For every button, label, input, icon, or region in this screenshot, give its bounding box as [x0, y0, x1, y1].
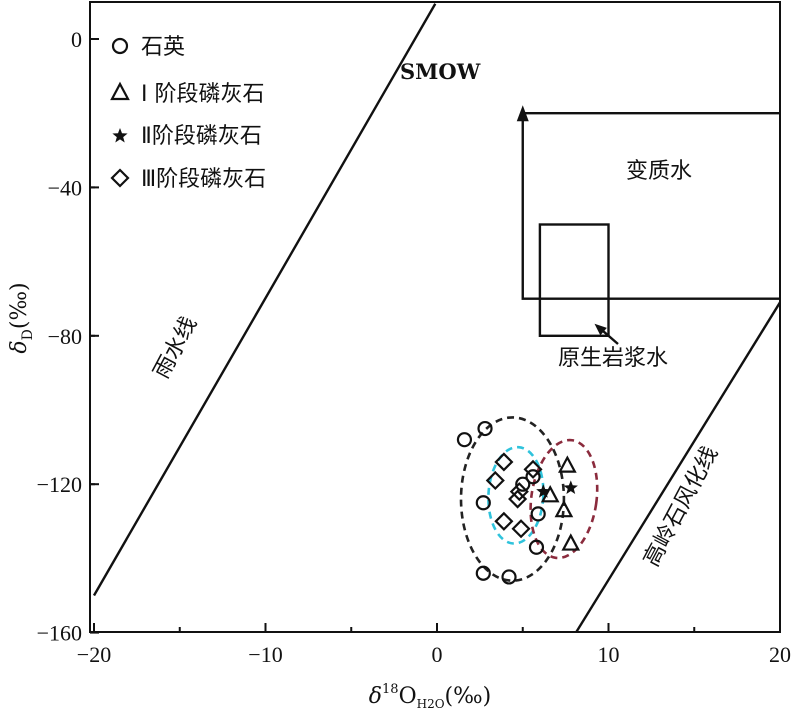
meteoric-line-label: 雨水线	[149, 313, 202, 383]
circle-data-point	[475, 565, 491, 581]
kaolinite-weathering-line	[574, 301, 780, 632]
group-ellipse	[529, 438, 599, 560]
diamond-data-point	[509, 482, 529, 502]
meteoric-water-line	[92, 3, 437, 597]
diamond-data-point	[523, 459, 543, 479]
legend-diamond-marker	[110, 168, 130, 188]
circle-data-point	[477, 420, 493, 437]
diamond-data-point	[511, 519, 531, 539]
circle-data-point	[525, 469, 541, 485]
legend-star-marker	[112, 128, 128, 143]
metamorphic-water-label: 变质水	[626, 159, 692, 184]
magmatic-water-region	[538, 223, 610, 338]
circle-data-point	[528, 539, 545, 555]
legend-item-apatite-stage-1: Ⅰ 阶段磷灰石	[141, 82, 264, 107]
legend: 石英 Ⅰ 阶段磷灰石 Ⅱ阶段磷灰石 Ⅲ阶段磷灰石	[110, 35, 266, 192]
y-axis-title: δD(‰)	[7, 282, 36, 353]
legend-item-apatite-stage-2: Ⅱ阶段磷灰石	[141, 124, 262, 149]
x-axis-title-unit: (‰)	[445, 684, 492, 709]
group-ellipse	[487, 445, 545, 545]
x-axis-title: δ18OH2O(‰)	[369, 682, 491, 711]
x-tick-label: 0	[432, 642, 443, 667]
x-tick-label: −10	[248, 642, 282, 667]
x-axis-title-o: O	[399, 684, 417, 709]
diamond-data-point	[494, 511, 514, 531]
circle-data-point	[475, 495, 491, 511]
y-tick-label: −80	[48, 324, 82, 349]
diamond-data-point	[494, 452, 514, 472]
circle-data-point	[515, 476, 531, 492]
data-points	[456, 420, 581, 585]
legend-triangle-marker	[110, 81, 130, 101]
diamond-data-point	[485, 470, 505, 491]
triangle-data-point	[561, 533, 581, 551]
star-data-point	[536, 484, 551, 498]
legend-item-quartz: 石英	[141, 35, 185, 60]
y-tick-label: 0	[71, 27, 82, 52]
x-tick-label: 10	[598, 642, 620, 667]
group-ellipse	[459, 416, 566, 582]
x-tick-label: −20	[77, 642, 111, 667]
x-axis-title-delta: δ	[369, 684, 382, 709]
y-tick-label: −120	[37, 472, 82, 497]
circle-data-point	[456, 432, 473, 448]
magmatic-pointer-arrowhead	[594, 323, 607, 336]
y-tick-label: −40	[48, 175, 82, 200]
triangle-data-point	[554, 499, 574, 518]
axis-ticks: −20 −10 0 10 20 0 −40 −80 −120 −160	[37, 27, 791, 667]
group-ellipses	[459, 416, 599, 582]
legend-item-apatite-stage-3: Ⅲ阶段磷灰石	[141, 167, 266, 192]
plot-frame	[89, 1, 781, 633]
magmatic-water-label: 原生岩浆水	[558, 346, 668, 371]
y-axis-title-sub: D	[20, 329, 36, 340]
metamorphic-arrowhead	[516, 105, 529, 122]
diamond-data-point	[508, 489, 528, 509]
legend-circle-marker	[111, 37, 129, 55]
triangle-data-point	[558, 455, 577, 473]
star-data-point	[563, 480, 578, 494]
circle-data-point	[530, 506, 546, 522]
x-tick-label: 20	[769, 642, 791, 667]
y-tick-label: −160	[37, 621, 82, 646]
smow-label: SMOW	[400, 59, 481, 84]
y-axis-title-delta: δ	[7, 340, 32, 353]
circle-data-point	[501, 569, 517, 585]
metamorphic-water-region	[521, 111, 780, 300]
x-axis-title-sub: H2O	[417, 697, 445, 711]
x-axis-title-sup: 18	[382, 682, 399, 697]
y-axis-title-unit: (‰)	[7, 282, 32, 329]
